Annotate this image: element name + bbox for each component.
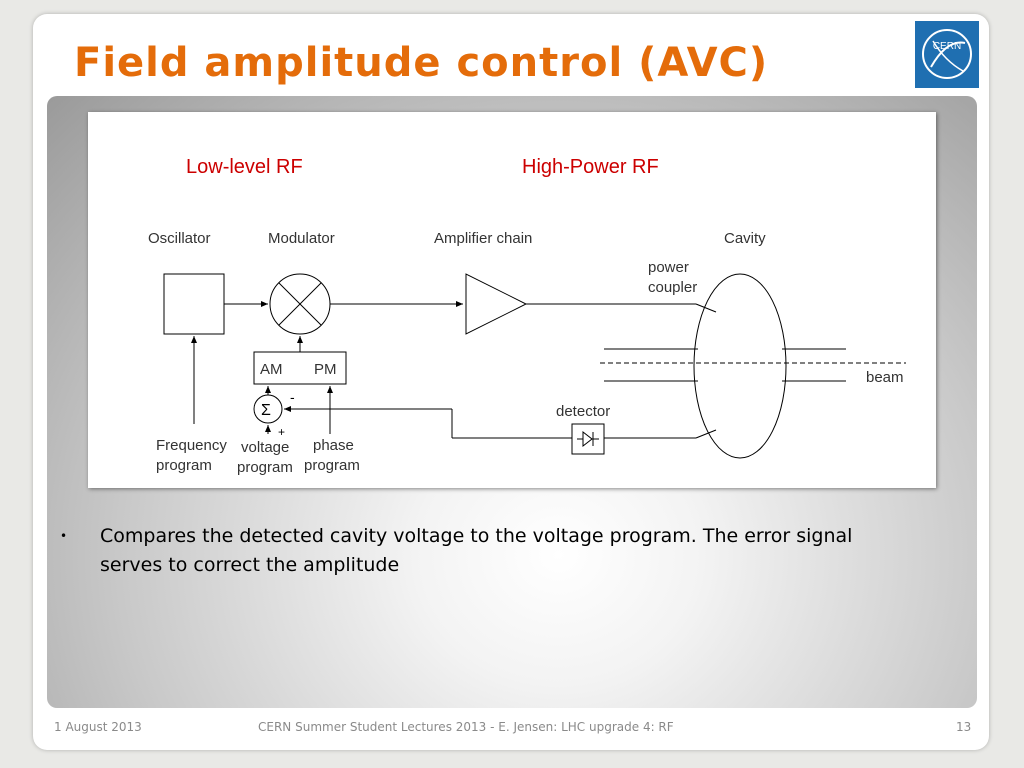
- footer-title: CERN Summer Student Lectures 2013 - E. J…: [258, 720, 674, 734]
- cavity-label: Cavity: [724, 230, 766, 247]
- power-coupler-label-1: power: [648, 259, 689, 276]
- amplifier-label: Amplifier chain: [434, 230, 532, 247]
- coupler-probe-line: [695, 303, 717, 313]
- frequency-program-label-1: Frequency: [156, 437, 227, 454]
- pm-label: PM: [314, 361, 337, 378]
- detector-label: detector: [556, 403, 610, 420]
- cern-logo: CERN: [915, 21, 979, 88]
- summing-junction: Σ: [253, 394, 283, 424]
- frequency-program-label-2: program: [156, 457, 212, 474]
- section-low-level-rf: Low-level RF: [186, 156, 303, 178]
- logo-text: CERN: [933, 41, 961, 52]
- power-coupler-label-2: coupler: [648, 279, 697, 296]
- slide-title: Field amplitude control (AVC): [74, 40, 769, 86]
- oscillator-block: [163, 273, 225, 335]
- diagram-box: Low-level RF High-Power RF Oscillator Mo…: [88, 112, 936, 488]
- beam-label: beam: [866, 369, 904, 386]
- phase-program-label-1: phase: [313, 437, 354, 454]
- plus-sign: +: [278, 425, 285, 439]
- bullet-text: Compares the detected cavity voltage to …: [100, 525, 853, 576]
- am-label: AM: [260, 361, 283, 378]
- sum-symbol: Σ: [261, 402, 271, 419]
- minus-sign: -: [290, 389, 295, 405]
- section-high-power-rf: High-Power RF: [522, 156, 659, 178]
- amplifier-symbol: [465, 273, 528, 335]
- footer-date: 1 August 2013: [54, 720, 142, 734]
- phase-program-label-2: program: [304, 457, 360, 474]
- feedback-line-1: [695, 429, 717, 439]
- voltage-program-label-1: voltage: [241, 439, 289, 456]
- oscillator-label: Oscillator: [148, 230, 211, 247]
- cavity-shape: [693, 273, 787, 459]
- modulator-label: Modulator: [268, 230, 335, 247]
- page-number: 13: [956, 720, 972, 734]
- bullet-marker: •: [60, 529, 68, 543]
- modulator-symbol: [269, 273, 331, 335]
- diode-symbol: [577, 430, 599, 448]
- voltage-program-label-2: program: [237, 459, 293, 476]
- am-pm-block: [253, 351, 347, 385]
